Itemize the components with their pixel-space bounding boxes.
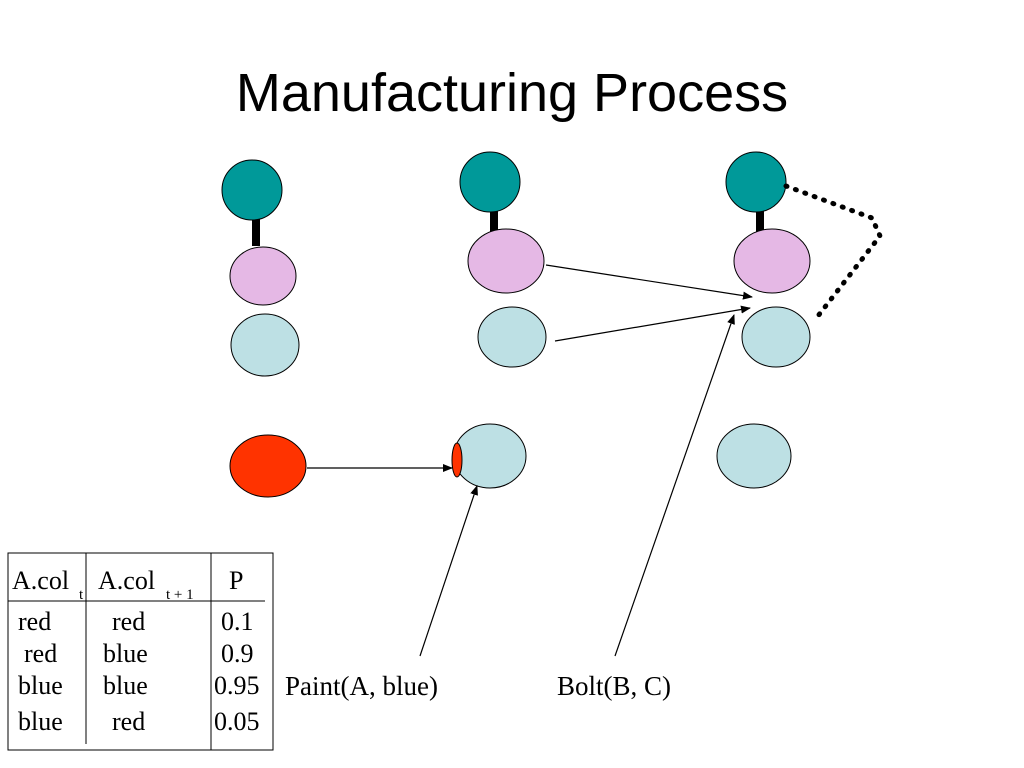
bolt-action-label: Bolt(B, C) [557, 671, 672, 701]
part-pink [467, 228, 545, 294]
header-col2: A.col [98, 566, 156, 595]
cell-r1-c2: red [112, 607, 146, 636]
state-1 [221, 159, 307, 498]
cell-r2-c3: 0.9 [221, 639, 254, 668]
state-3 [716, 151, 883, 489]
cell-r4-c2: red [112, 707, 146, 736]
part-light-blue [716, 423, 792, 489]
part-light-blue [453, 423, 527, 489]
paint-action-label: Paint(A, blue) [285, 671, 438, 701]
header-col3: P [229, 566, 244, 595]
part-light-blue [477, 306, 547, 368]
paint-spot [451, 442, 463, 478]
arrow-blue-to-state3 [554, 305, 751, 342]
part-light-blue [230, 313, 300, 377]
part-pink [733, 228, 811, 294]
bolt-dotted-link [783, 183, 883, 319]
bolt-connector [490, 210, 498, 240]
cell-r1-c3: 0.1 [221, 607, 254, 636]
cell-r3-c3: 0.95 [214, 671, 260, 700]
bolt-connector [252, 218, 260, 246]
part-light-blue [741, 306, 811, 368]
cell-r4-c1: blue [18, 707, 63, 736]
arrow-bolt-action [614, 314, 735, 657]
part-teal [459, 151, 521, 213]
cell-r4-c3: 0.05 [214, 707, 260, 736]
header-col2-subscript: t + 1 [166, 587, 194, 603]
arrows [307, 264, 753, 657]
header-col1-subscript: t [79, 587, 84, 603]
cell-r2-c1: red [24, 639, 58, 668]
probability-table-grid [7, 552, 274, 751]
cell-r3-c1: blue [18, 671, 63, 700]
bolt-connector [756, 210, 764, 240]
arrow-pink-to-state3 [545, 264, 753, 300]
part-teal [725, 151, 787, 213]
state-2 [451, 151, 547, 489]
arrow-paint-action [419, 485, 478, 657]
part-red [229, 434, 307, 498]
cell-r2-c2: blue [103, 639, 148, 668]
part-pink [229, 246, 297, 306]
header-col1: A.col [12, 566, 70, 595]
cell-r1-c1: red [18, 607, 52, 636]
slide-title: Manufacturing Process [235, 63, 789, 123]
part-teal [221, 159, 283, 221]
cell-r3-c2: blue [103, 671, 148, 700]
